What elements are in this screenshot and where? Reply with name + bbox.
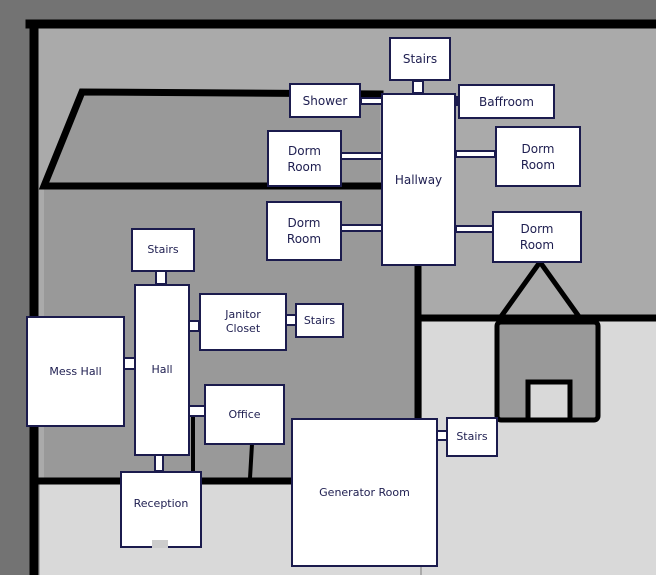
room-mess-hall[interactable]: Mess Hall bbox=[26, 316, 125, 427]
room-label: Dorm Room bbox=[286, 216, 322, 246]
entrance-door bbox=[152, 540, 168, 548]
room-label: Generator Room bbox=[319, 485, 410, 499]
connector bbox=[360, 97, 383, 105]
room-label: Stairs bbox=[303, 313, 336, 327]
room-label: Reception bbox=[133, 496, 189, 510]
connector bbox=[455, 225, 494, 233]
room-label: Office bbox=[228, 407, 261, 421]
room-label: Dorm Room bbox=[520, 141, 556, 172]
connector bbox=[412, 80, 424, 94]
room-reception[interactable]: Reception bbox=[120, 471, 202, 548]
room-dorm-right-1[interactable]: Dorm Room bbox=[495, 126, 581, 187]
room-office[interactable]: Office bbox=[204, 384, 285, 445]
room-dorm-left-2[interactable]: Dorm Room bbox=[266, 201, 342, 261]
room-label: Hall bbox=[151, 363, 173, 376]
room-dorm-right-2[interactable]: Dorm Room bbox=[492, 211, 582, 263]
room-stairs-generator[interactable]: Stairs bbox=[446, 417, 498, 457]
room-label: Stairs bbox=[402, 52, 438, 66]
room-hall[interactable]: Hall bbox=[134, 284, 190, 456]
room-label: Dorm Room bbox=[287, 143, 322, 174]
room-label: Janitor Closet bbox=[225, 308, 261, 335]
room-label: Dorm Room bbox=[519, 222, 555, 252]
connector bbox=[455, 150, 496, 158]
room-baffroom[interactable]: Baffroom bbox=[458, 84, 555, 119]
room-hallway[interactable]: Hallway bbox=[381, 93, 456, 266]
connector bbox=[154, 454, 164, 472]
connector bbox=[340, 224, 383, 232]
room-label: Hallway bbox=[394, 172, 443, 187]
room-label: Mess Hall bbox=[49, 364, 102, 378]
connector bbox=[340, 152, 383, 160]
room-label: Shower bbox=[302, 93, 348, 108]
room-dorm-left-1[interactable]: Dorm Room bbox=[267, 130, 342, 187]
room-label: Stairs bbox=[456, 430, 488, 443]
room-janitor-closet[interactable]: Janitor Closet bbox=[199, 293, 287, 351]
room-label: Stairs bbox=[147, 243, 179, 256]
room-stairs-hall[interactable]: Stairs bbox=[131, 228, 195, 272]
room-generator[interactable]: Generator Room bbox=[291, 418, 438, 567]
room-shower[interactable]: Shower bbox=[289, 83, 361, 118]
connector bbox=[155, 270, 167, 285]
room-stairs-top[interactable]: Stairs bbox=[389, 37, 451, 81]
room-label: Baffroom bbox=[479, 94, 534, 109]
room-stairs-janitor[interactable]: Stairs bbox=[295, 303, 344, 338]
